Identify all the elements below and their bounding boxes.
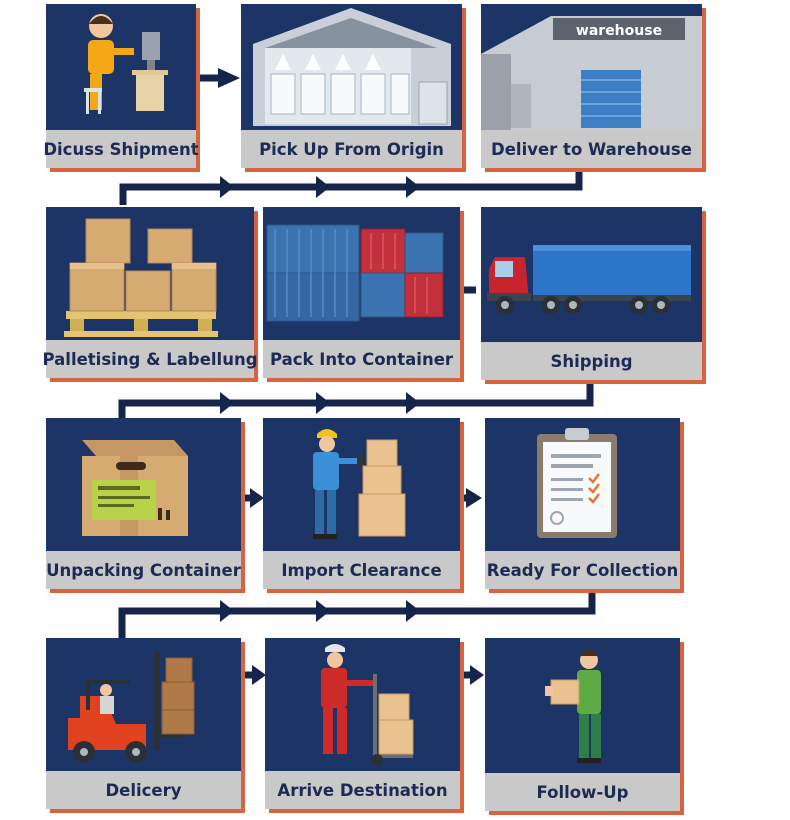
step-label: Delicery bbox=[46, 771, 241, 809]
step-card-pick-up-from-origin: Pick Up From Origin bbox=[241, 4, 462, 168]
step-label: Arrive Destination bbox=[265, 771, 460, 809]
truck-icon bbox=[481, 207, 702, 342]
storage-hall-icon bbox=[241, 4, 462, 130]
step-card-shipping: Shipping bbox=[481, 207, 702, 380]
step-card-follow-up: Follow-Up bbox=[485, 638, 680, 811]
warehouse-sign: warehouse bbox=[576, 23, 662, 39]
step-card-palletising: Palletising & Labellung bbox=[46, 207, 254, 378]
step-label: Import Clearance bbox=[263, 551, 460, 589]
step-label: Unpacking Container bbox=[46, 551, 241, 589]
step-card-deliver-to-warehouse: warehouse Deliver to Warehouse bbox=[481, 4, 702, 168]
step-label: Pick Up From Origin bbox=[241, 130, 462, 168]
step-card-ready-for-collection: Ready For Collection bbox=[485, 418, 680, 589]
cardboard-box-icon bbox=[46, 418, 241, 551]
pallet-boxes-icon bbox=[46, 207, 254, 340]
clipboard-checklist-icon bbox=[485, 418, 680, 551]
step-label: Palletising & Labellung bbox=[46, 340, 254, 378]
step-label: Pack Into Container bbox=[263, 340, 460, 378]
person-at-computer-icon bbox=[46, 4, 196, 130]
shipping-containers-icon bbox=[263, 207, 460, 340]
step-label: Dicuss Shipment bbox=[46, 130, 196, 168]
step-card-pack-into-container: Pack Into Container bbox=[263, 207, 460, 378]
person-holding-box-icon bbox=[485, 638, 680, 773]
step-card-arrive-destination: Arrive Destination bbox=[265, 638, 460, 809]
step-label: Shipping bbox=[481, 342, 702, 380]
warehouse-building-icon: warehouse bbox=[481, 4, 702, 130]
step-label: Deliver to Warehouse bbox=[481, 130, 702, 168]
worker-scanning-boxes-icon bbox=[263, 418, 460, 551]
step-label: Ready For Collection bbox=[485, 551, 680, 589]
step-card-unpacking-container: Unpacking Container bbox=[46, 418, 241, 589]
forklift-icon bbox=[46, 638, 241, 771]
hand-truck-worker-icon bbox=[265, 638, 460, 771]
step-card-discuss-shipment: Dicuss Shipment bbox=[46, 4, 196, 168]
step-label: Follow-Up bbox=[485, 773, 680, 811]
step-card-import-clearance: Import Clearance bbox=[263, 418, 460, 589]
step-card-delicery: Delicery bbox=[46, 638, 241, 809]
